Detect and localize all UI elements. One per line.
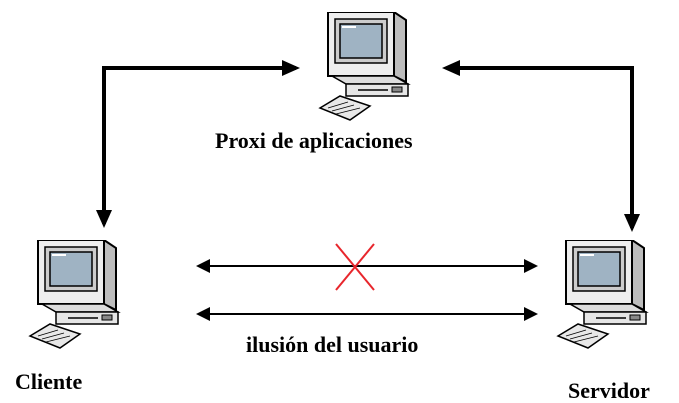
illusion-label: ilusión del usuario xyxy=(246,332,418,357)
client-computer-icon xyxy=(29,240,119,349)
proxy-right-arrowhead xyxy=(442,60,460,76)
illusion-right-arrowhead xyxy=(524,307,538,321)
direct-right-arrowhead xyxy=(524,259,538,273)
blocked-x-mark xyxy=(335,243,375,291)
proxy-left-arrowhead xyxy=(282,60,300,76)
client-arrowhead xyxy=(96,210,112,228)
client-proxy-connector xyxy=(102,66,296,224)
server-computer-icon xyxy=(557,240,647,349)
direct-left-arrowhead xyxy=(196,259,210,273)
server-label: Servidor xyxy=(568,378,650,403)
proxy-computer-icon xyxy=(319,12,409,121)
server-proxy-connector xyxy=(448,66,634,228)
server-arrowhead xyxy=(624,214,640,232)
client-label: Cliente xyxy=(15,369,82,394)
illusion-left-arrowhead xyxy=(196,307,210,321)
proxy-label: Proxi de aplicaciones xyxy=(215,128,413,153)
